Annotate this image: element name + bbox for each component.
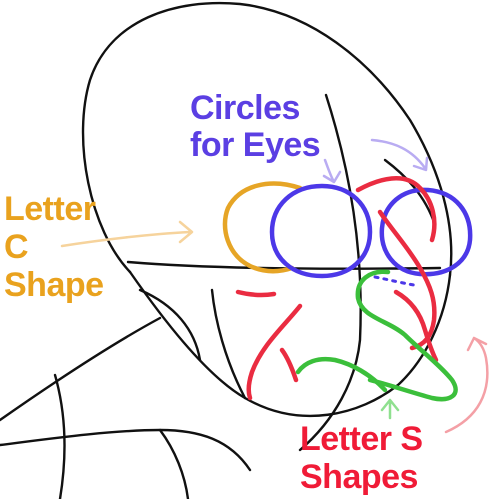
eyes-sketch	[269, 138, 473, 287]
s-shapes-label-line1: Letter S	[300, 420, 423, 458]
s-shapes-arrow-green	[380, 398, 400, 420]
head-outline-sketch	[0, 1, 453, 499]
collar-line-3	[158, 428, 190, 499]
s-shape-red-brow-small	[235, 289, 277, 298]
head-oval	[81, 1, 453, 277]
s-shapes-label-line2: Shapes	[300, 458, 418, 497]
right-eye-circle	[379, 187, 473, 277]
s-shape-red-right-nose	[393, 289, 439, 363]
s-shape-green-mouth	[295, 356, 388, 393]
eyes-label: Circles for Eyes	[190, 89, 321, 164]
c-shape-label-line2: C	[4, 228, 29, 267]
eyes-arrow-left	[322, 158, 342, 184]
c-shape-label-line1: Letter	[4, 190, 96, 228]
c-shape-label: Letter C Shape	[4, 190, 104, 304]
collar-line-1	[53, 373, 66, 499]
c-shape-sketch	[60, 181, 303, 274]
shoulder-line	[0, 316, 162, 422]
collar-line-2	[0, 428, 252, 472]
s-shapes-label: Letter S Shapes	[300, 420, 423, 496]
eyes-label-line2: for Eyes	[190, 125, 321, 164]
s-shapes-arrow-red	[444, 336, 489, 434]
eye-dots	[373, 275, 416, 287]
head-to-neck-curve	[128, 270, 247, 400]
s-shape-green-nose	[355, 269, 458, 402]
s-shape-red-mouth	[279, 347, 299, 383]
eyes-label-line1: Circles	[190, 89, 300, 127]
c-shape-arrow	[60, 220, 194, 248]
face-right-edge	[396, 273, 452, 387]
eyes-arrow-right	[370, 138, 429, 172]
jaw-line	[243, 383, 400, 417]
c-shape-label-line3: Shape	[4, 266, 104, 305]
c-shape-curve	[222, 181, 303, 274]
s-shape-red-cheek-left	[246, 303, 303, 401]
left-eye-circle	[269, 183, 373, 279]
neck-line	[138, 288, 202, 362]
s-shapes-sketch	[235, 176, 489, 434]
cheek-line	[210, 288, 247, 400]
